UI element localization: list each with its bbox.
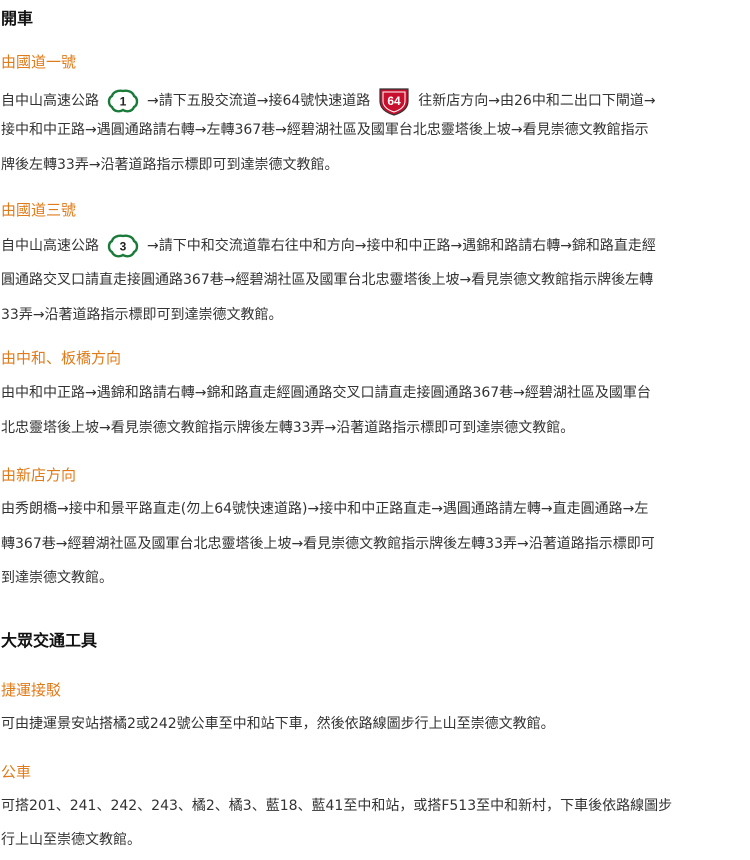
national3-line-1-text-a: 自中山高速公路 [1, 238, 99, 254]
national1-line-3: 牌後左轉33弄→沿著道路指示標即可到達崇德文教館。 [1, 157, 339, 173]
zhonghe-line-2: 北忠靈塔後上坡→看見崇德文教館指示牌後左轉33弄→沿著道路指示標即可到達崇德文教… [1, 420, 575, 436]
national1-heading: 由國道一號 [1, 53, 77, 71]
national1-line-1-text-c: 往新店方向→由26中和二出口下閘道→ [418, 93, 656, 109]
national3-line-1: 自中山高速公路 3 →請下中和交流道靠右往中和方向→接中和中正路→遇錦和路請右轉… [1, 234, 656, 258]
national3-line-2: 圓通路交叉口請直走接圓通路367巷→經碧湖社區及國軍台北忠靈塔後上坡→看見崇德文… [1, 272, 654, 288]
national1-line-1-text-a: 自中山高速公路 [1, 93, 99, 109]
expressway-64-shield-icon: 64 [378, 86, 410, 116]
bus-heading: 公車 [1, 763, 32, 781]
national3-line-1-text-b: →請下中和交流道靠右往中和方向→接中和中正路→遇錦和路請右轉→錦和路直走經 [147, 238, 656, 254]
national-freeway-1-shield-icon: 1 [107, 89, 139, 113]
bus-line-2: 行上山至崇德文教館。 [1, 832, 141, 848]
xindian-line-3: 到達崇德文教館。 [1, 570, 113, 586]
xindian-heading: 由新店方向 [1, 466, 77, 484]
shield1-number: 1 [120, 95, 127, 109]
xindian-line-2: 轉367巷→經碧湖社區及國軍台北忠靈塔後上坡→看見崇德文教館指示牌後左轉33弄→… [1, 536, 655, 552]
shield64-number: 64 [388, 94, 402, 108]
zhonghe-heading: 由中和、板橋方向 [1, 349, 122, 367]
xindian-line-1: 由秀朗橋→接中和景平路直走(勿上64號快速道路)→接中和中正路直走→遇圓通路請左… [1, 501, 649, 517]
national1-line-2: 接中和中正路→遇圓通路請右轉→左轉367巷→經碧湖社區及國軍台北忠靈塔後上坡→看… [1, 122, 649, 138]
national1-line-1: 自中山高速公路 1 →請下五股交流道→接64號快速道路 64 往新店方向→由26… [1, 86, 656, 116]
bus-line-1: 可搭201、241、242、243、橘2、橘3、藍18、藍41至中和站，或搭F5… [1, 798, 673, 814]
mrt-line-1: 可由捷運景安站搭橘2或242號公車至中和站下車，然後依路線圖步行上山至崇德文教館… [1, 716, 555, 732]
national3-heading: 由國道三號 [1, 201, 77, 219]
transit-title: 大眾交通工具 [1, 631, 98, 650]
zhonghe-line-1: 由中和中正路→遇錦和路請右轉→錦和路直走經圓通路交叉口請直走接圓通路367巷→經… [1, 385, 651, 401]
national3-line-3: 33弄→沿著道路指示標即可到達崇德文教館。 [1, 307, 283, 323]
mrt-heading: 捷運接駁 [1, 681, 62, 699]
national1-line-1-text-b: →請下五股交流道→接64號快速道路 [147, 93, 371, 109]
shield3-number: 3 [120, 240, 127, 254]
driving-title: 開車 [1, 9, 34, 28]
national-freeway-3-shield-icon: 3 [107, 234, 139, 258]
